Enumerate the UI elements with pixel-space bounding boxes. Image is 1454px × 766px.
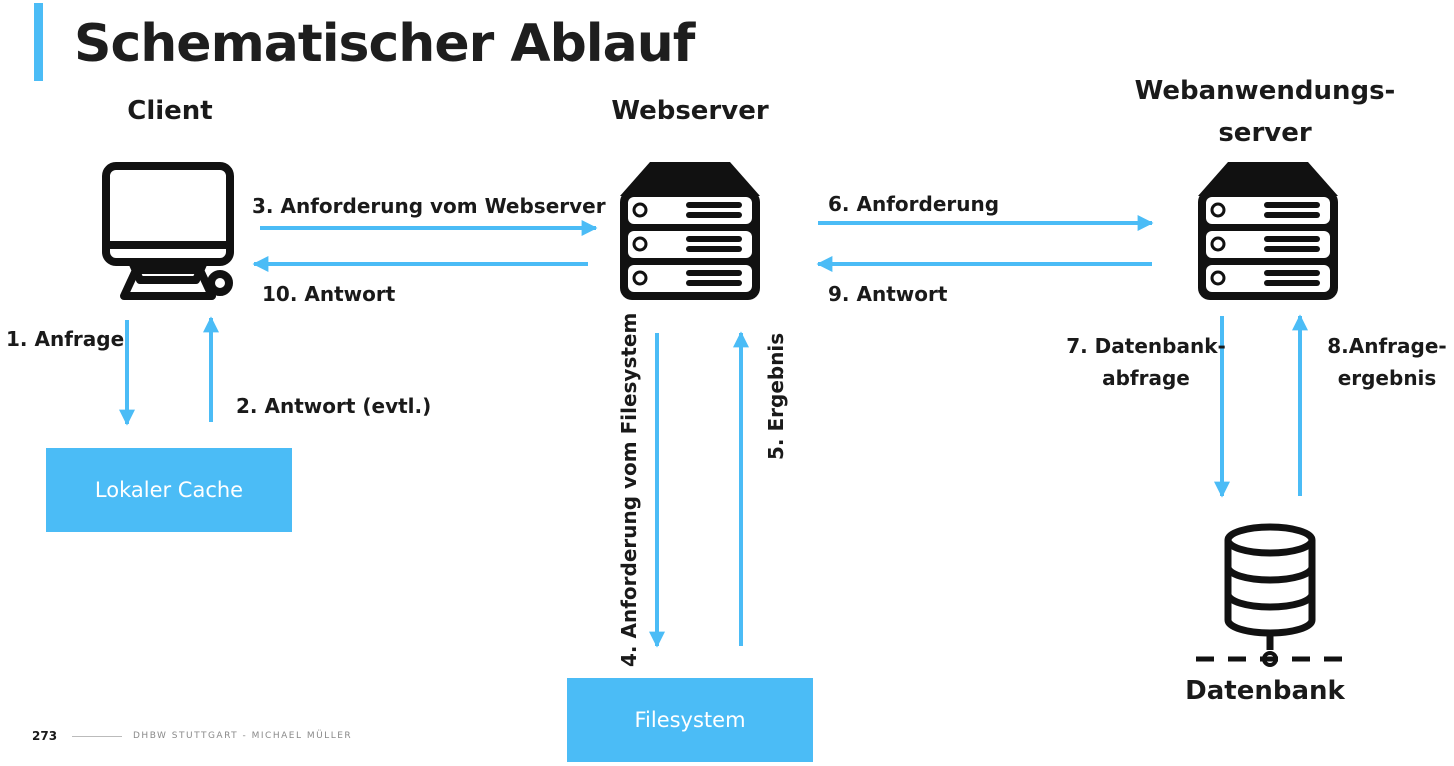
page-title: Schematischer Ablauf — [74, 14, 695, 74]
appserver-label-line1: Webanwendungs- — [1134, 76, 1396, 106]
webserver-label: Webserver — [611, 96, 769, 126]
page-number: 273 — [32, 729, 58, 743]
app-server-icon — [1198, 162, 1338, 300]
step-8-label-line2: ergebnis — [1337, 366, 1437, 390]
filesystem-box: Filesystem — [567, 678, 813, 762]
step-8-label-line1: 8.Anfrage- — [1327, 334, 1447, 358]
step-1-label: 1. Anfrage — [6, 327, 125, 351]
client-label: Client — [127, 96, 213, 126]
server-icon — [620, 162, 760, 300]
database-icon — [1196, 523, 1344, 667]
step-2-label: 2. Antwort (evtl.) — [236, 394, 432, 418]
step-7-label-line1: 7. Datenbank- — [1066, 334, 1226, 358]
step-9-label: 9. Antwort — [828, 282, 948, 306]
step-3-label: 3. Anforderung vom Webserver — [252, 194, 606, 218]
appserver-label-line2: server — [1218, 118, 1312, 148]
monitor-icon — [102, 162, 234, 300]
step-7-label-line2: abfrage — [1102, 366, 1190, 390]
local-cache-box: Lokaler Cache — [46, 448, 292, 532]
footer-text: DHBW STUTTGART - MICHAEL MÜLLER — [133, 731, 353, 741]
database-label: Datenbank — [1185, 676, 1345, 706]
step-4-label: 4. Anforderung vom Filesystem — [617, 312, 641, 667]
step-6-label: 6. Anforderung — [828, 192, 1000, 216]
step-5-label: 5. Ergebnis — [764, 332, 788, 460]
footer-divider — [72, 736, 122, 737]
title-accent-bar — [34, 3, 43, 81]
step-10-label: 10. Antwort — [262, 282, 396, 306]
